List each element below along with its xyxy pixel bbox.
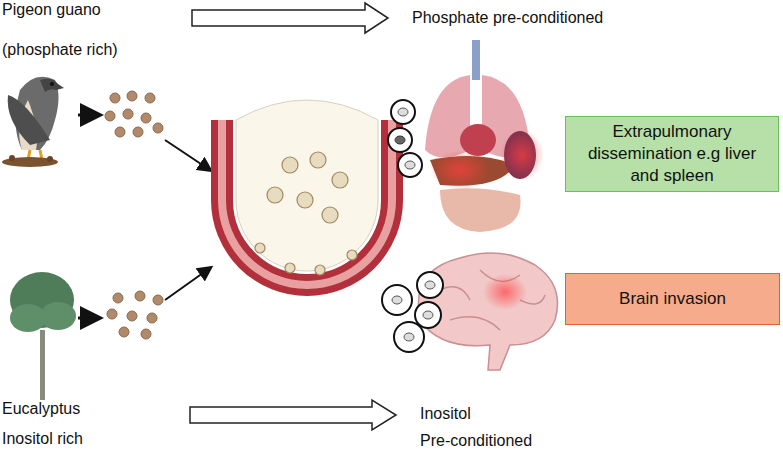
text-label: (phosphate rich) [2,40,118,60]
hollow-arrow [190,400,396,430]
text-label: Pre-conditioned [420,431,532,451]
outcome-box: Brain invasion [565,273,780,325]
hollow-arrow [192,3,388,33]
cryptococcal-cells [388,100,422,177]
arrow [78,114,98,117]
box-text: Extrapulmonary dissemination e.g liver a… [574,121,770,187]
text-label: Inositol rich [2,429,83,449]
arrow [165,268,210,300]
text-label: Eucalyptus [2,399,80,419]
arrow [165,140,210,170]
spore-cluster [107,291,163,339]
arrow [78,317,98,320]
box-text: Brain invasion [619,288,726,310]
spore-cluster [105,91,163,137]
text-label: Pigeon guano [2,0,101,20]
text-label: Phosphate pre-conditioned [412,8,603,28]
eucalyptus-tree [10,272,76,400]
alveolus [222,100,392,285]
cryptococcal-cells [382,272,443,352]
falcon-illustration [2,77,64,167]
text-label: Inositol [420,404,471,424]
outcome-box: Extrapulmonary dissemination e.g liver a… [565,116,779,192]
organs-illustration [425,40,544,232]
